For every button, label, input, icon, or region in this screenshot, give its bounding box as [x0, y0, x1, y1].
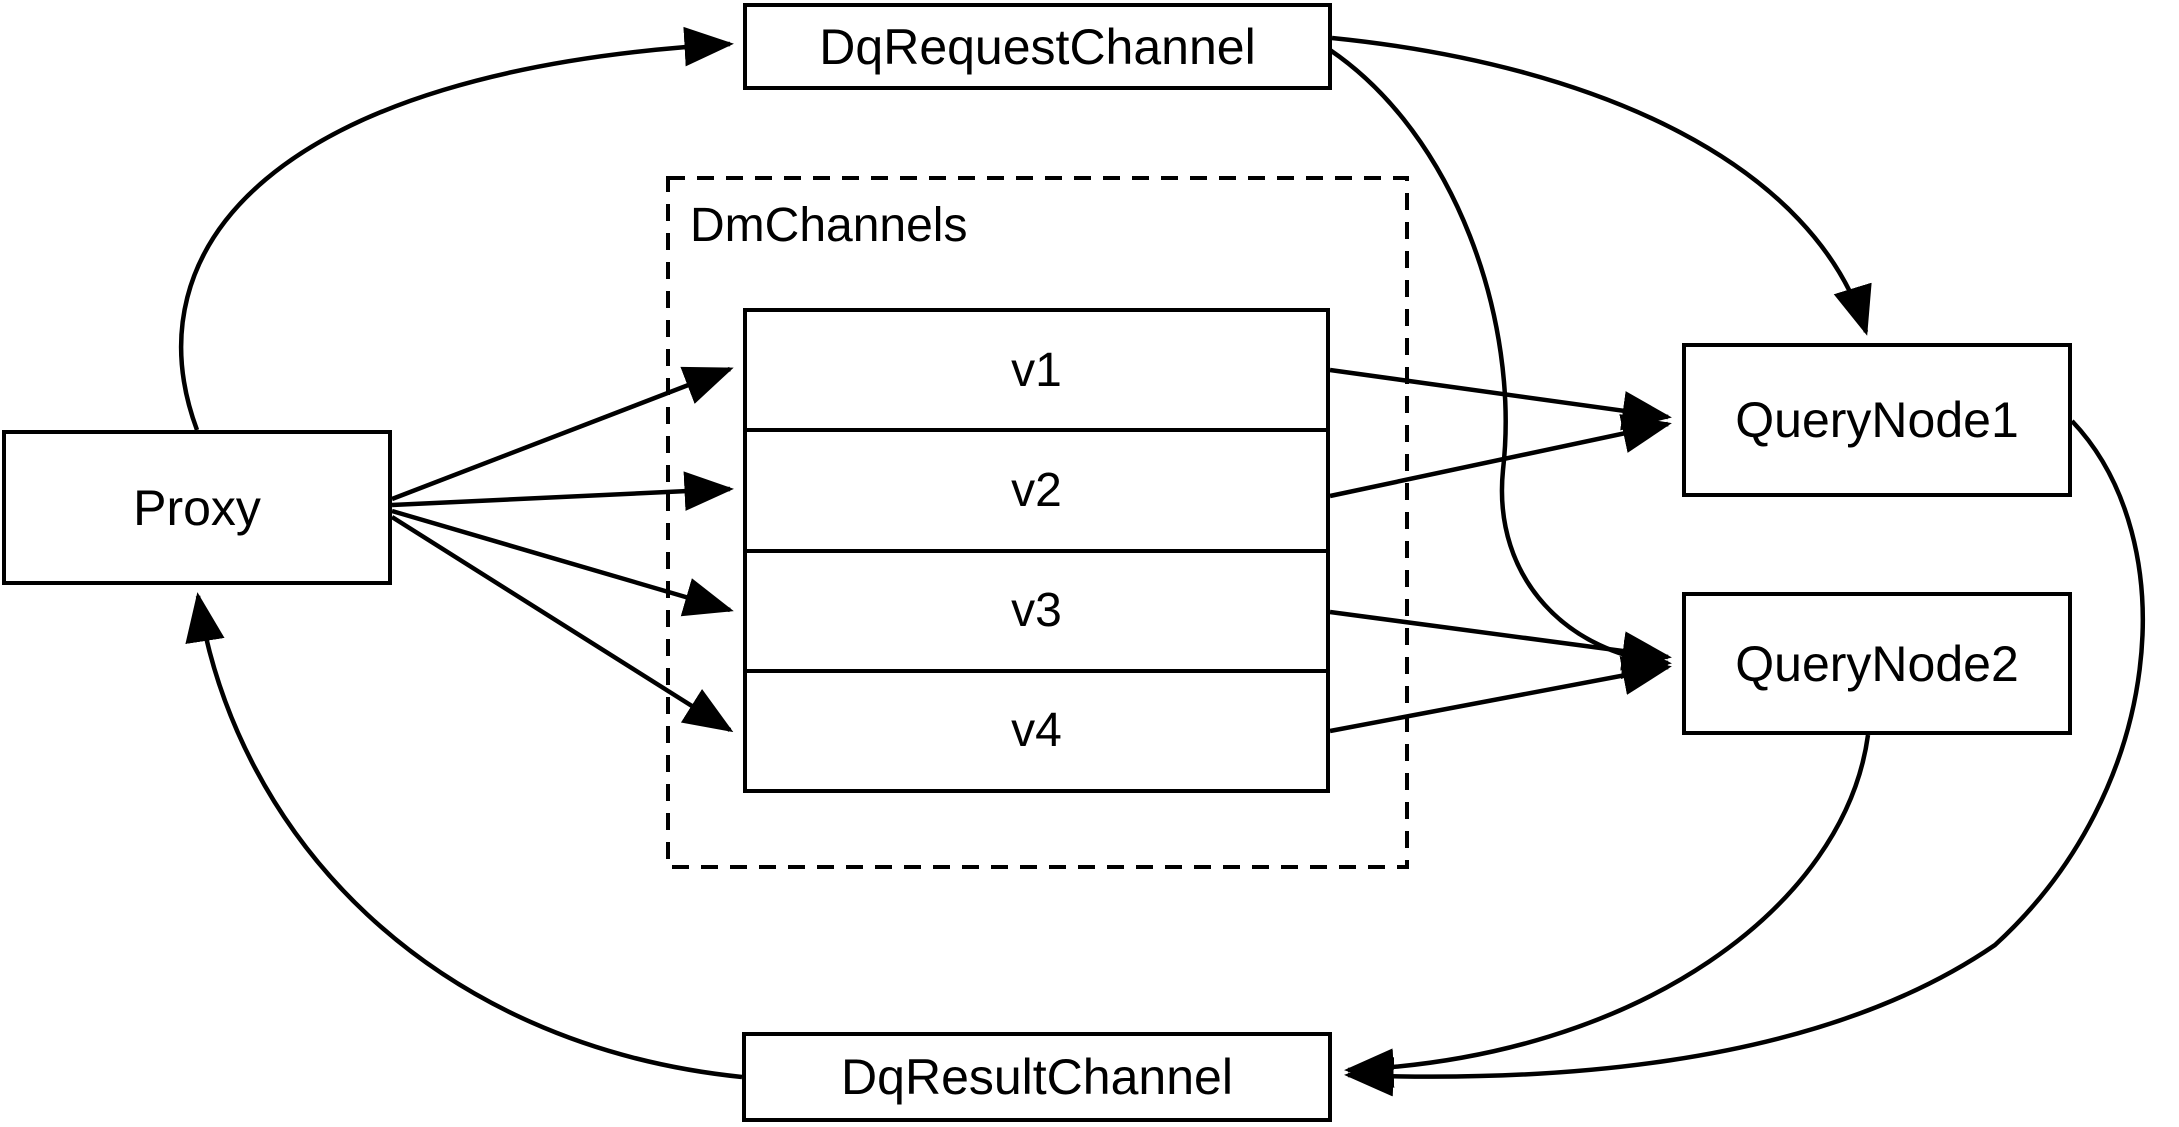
edge-dqrequestchannel-to-querynode2 — [1328, 48, 1672, 679]
dmchannel-row-v2: v2 — [747, 428, 1326, 548]
dmchannels-stack: v1 v2 v3 v4 — [743, 308, 1330, 793]
edge-proxy-to-v2 — [391, 471, 734, 511]
node-querynode1: QueryNode1 — [1682, 343, 2072, 497]
edge-dqrequestchannel-to-querynode1 — [1331, 35, 1872, 336]
node-querynode1-label: QueryNode1 — [1735, 392, 2019, 448]
edge-v1-to-querynode1 — [1329, 367, 1672, 431]
edge-proxy-to-v1 — [391, 366, 734, 502]
edge-proxy-to-v3 — [391, 508, 734, 617]
dmchannels-dashed-boundary — [666, 176, 1409, 869]
node-dqrequestchannel: DqRequestChannel — [743, 3, 1332, 90]
dmchannel-row-v4: v4 — [747, 668, 1326, 789]
node-dqresultchannel: DqResultChannel — [742, 1032, 1332, 1122]
edge-proxy-to-dqrequestchannel — [179, 26, 734, 431]
edge-querynode1-to-dqresultchannel — [1344, 419, 2145, 1097]
node-dqrequestchannel-label: DqRequestChannel — [819, 18, 1256, 75]
node-querynode2: QueryNode2 — [1682, 592, 2072, 735]
node-querynode2-label: QueryNode2 — [1735, 635, 2019, 692]
dmchannel-row-v1: v1 — [1011, 343, 1062, 397]
node-proxy-label: Proxy — [133, 479, 261, 536]
edge-querynode2-to-dqresultchannel — [1344, 734, 1871, 1088]
edge-v2-to-querynode1 — [1329, 414, 1672, 499]
edge-v3-to-querynode2 — [1329, 609, 1672, 671]
edge-proxy-to-v4 — [390, 515, 734, 733]
dmchannels-group-label: DmChannels — [690, 199, 968, 252]
dmchannel-row-v3: v3 — [747, 548, 1326, 669]
edge-dqresultchannel-to-proxy — [185, 592, 743, 1080]
node-dqresultchannel-label: DqResultChannel — [841, 1049, 1233, 1105]
edge-v4-to-querynode2 — [1329, 656, 1672, 734]
node-proxy: Proxy — [2, 430, 392, 585]
